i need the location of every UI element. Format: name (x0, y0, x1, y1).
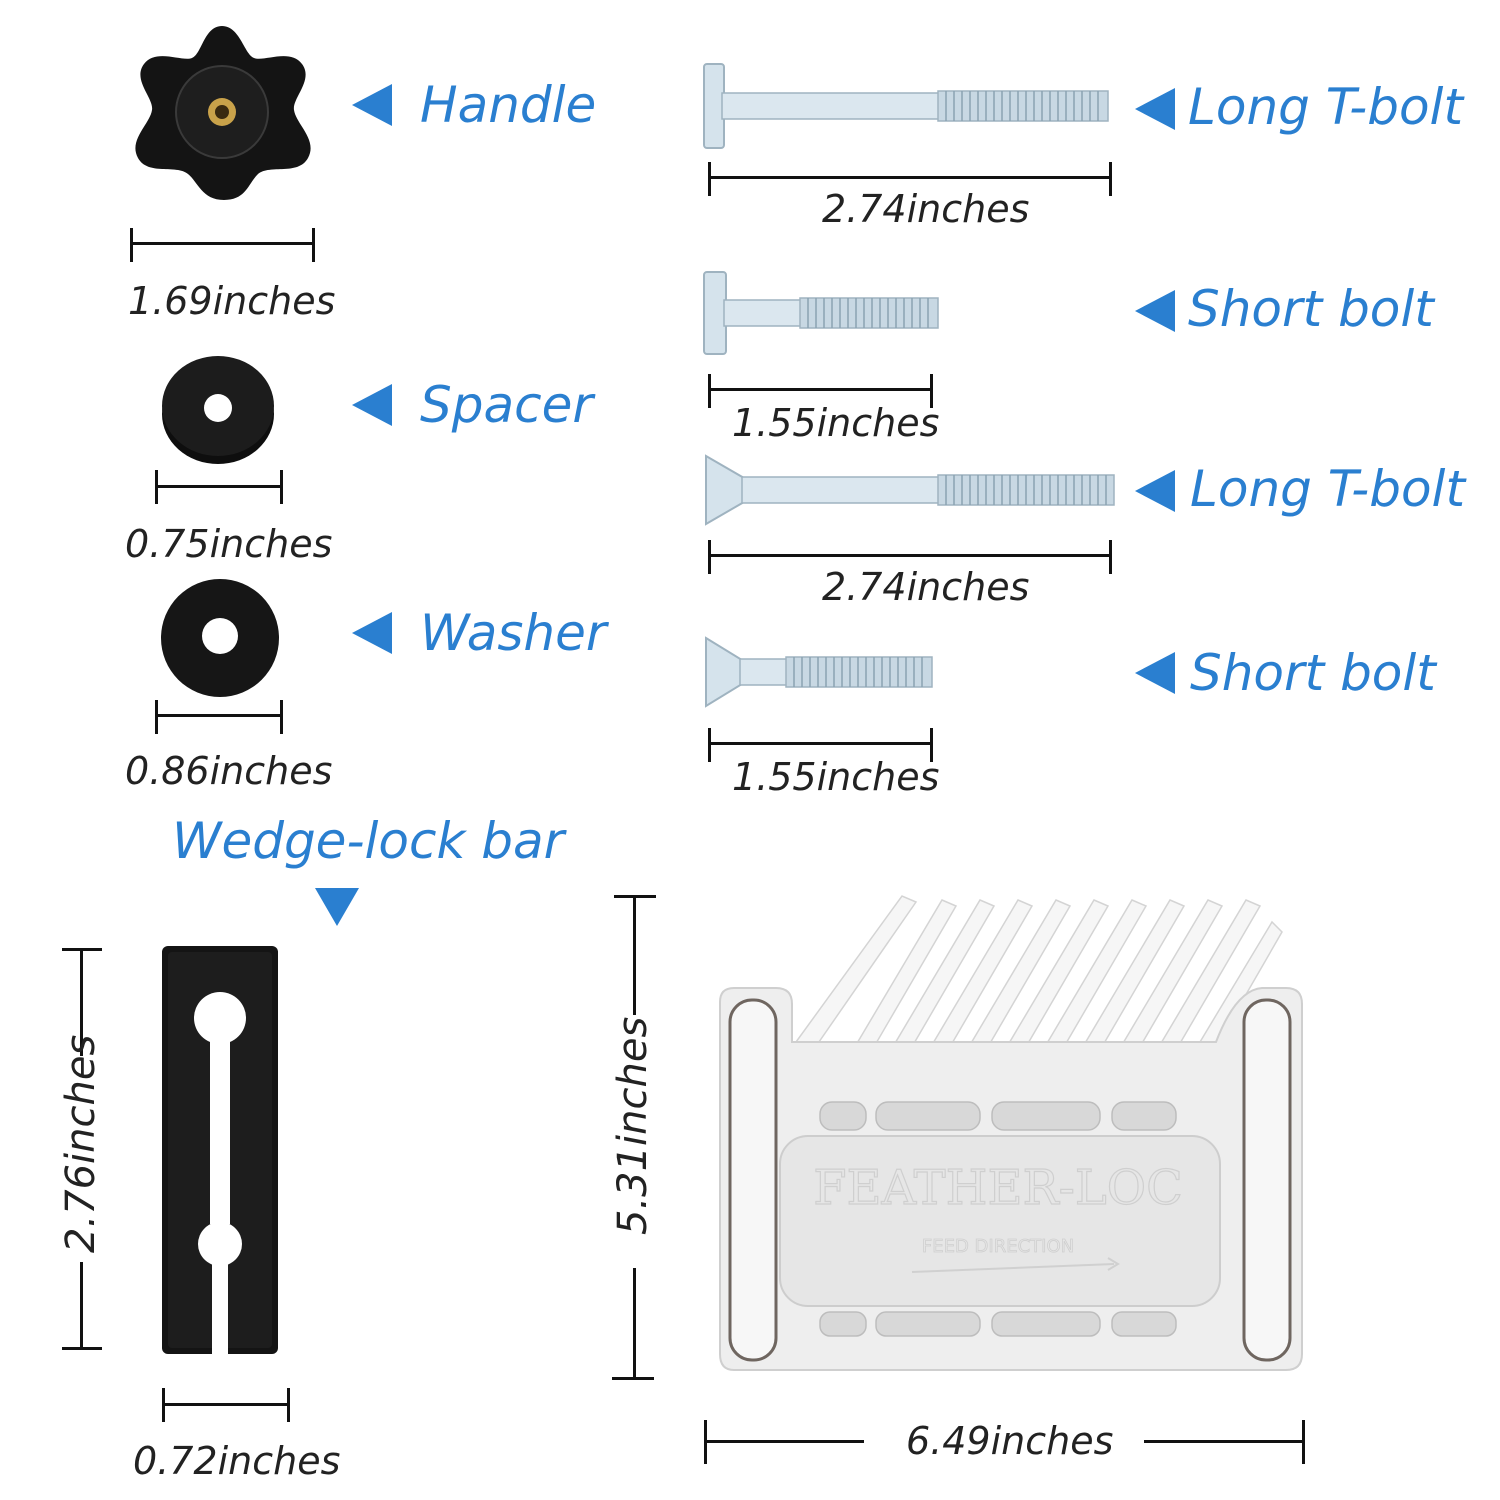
washer-label: Washer (420, 604, 607, 662)
handle-dim-tick-right (312, 228, 315, 262)
spacer-label: Spacer (420, 376, 593, 434)
long-tbolt-2-pointer-icon (1135, 470, 1175, 512)
wedge-height-line-top (80, 948, 83, 1056)
short-bolt-1-image (703, 271, 939, 355)
spacer-image (162, 356, 274, 464)
featherboard-height: 5.31inches (610, 1016, 656, 1235)
long-tbolt-2-dim-line (708, 554, 1112, 557)
long-tbolt-2-dim-tick-left (708, 540, 711, 574)
featherboard-width-tick-right (1302, 1420, 1305, 1464)
featherboard-sub-text: FEED DIRECTION (922, 1236, 1074, 1257)
short-bolt-2-image (705, 636, 933, 708)
long-tbolt-1-dim-tick-right (1109, 162, 1112, 196)
featherboard-brand-text: FEATHER-LOC (813, 1160, 1183, 1216)
handle-dim-tick-left (130, 228, 133, 262)
short-bolt-1-label: Short bolt (1188, 280, 1434, 338)
washer-dim-tick-left (155, 700, 158, 734)
washer-image (161, 579, 279, 697)
short-bolt-2-dim-tick-left (708, 728, 711, 762)
long-tbolt-1-dim-tick-left (708, 162, 711, 196)
long-tbolt-1-image (703, 63, 1109, 149)
wedge-width-tick-right (287, 1388, 290, 1422)
wedge-lock-bar-image (162, 946, 278, 1354)
handle-dimension: 1.69inches (128, 279, 336, 323)
long-tbolt-2-dim-tick-right (1109, 540, 1112, 574)
featherboard-width-line-right (1144, 1440, 1304, 1443)
long-tbolt-1-dim-line (708, 176, 1112, 179)
washer-dim-line (155, 714, 283, 717)
handle-label: Handle (420, 76, 597, 134)
washer-dim-tick-right (280, 700, 283, 734)
featherboard-height-tick-bottom (612, 1377, 654, 1380)
long-tbolt-2-image (705, 454, 1115, 526)
short-bolt-1-dim-line (708, 388, 933, 391)
wedge-height-line-bottom (80, 1262, 83, 1348)
short-bolt-1-dimension: 1.55inches (732, 401, 940, 445)
handle-pointer-icon (352, 84, 392, 126)
short-bolt-2-dimension: 1.55inches (732, 755, 940, 799)
wedge-lock-bar-height: 2.76inches (58, 1034, 104, 1253)
featherboard-width: 6.49inches (906, 1419, 1114, 1463)
short-bolt-1-dim-tick-left (708, 374, 711, 408)
long-tbolt-1-pointer-icon (1135, 88, 1175, 130)
wedge-lock-bar-width: 0.72inches (133, 1439, 341, 1483)
long-tbolt-1-label: Long T-bolt (1188, 78, 1464, 136)
spacer-pointer-icon (352, 384, 392, 426)
short-bolt-1-pointer-icon (1135, 290, 1175, 332)
wedge-width-line (162, 1403, 290, 1406)
washer-pointer-icon (352, 612, 392, 654)
short-bolt-2-label: Short bolt (1190, 644, 1436, 702)
long-tbolt-2-label: Long T-bolt (1190, 460, 1466, 518)
washer-dimension: 0.86inches (125, 749, 333, 793)
long-tbolt-1-dimension: 2.74inches (822, 187, 1030, 231)
handle-dim-line (130, 242, 315, 245)
spacer-dim-tick-right (280, 470, 283, 504)
short-bolt-1-dim-tick-right (930, 374, 933, 408)
featherboard-height-line-top (633, 895, 636, 1015)
wedge-lock-bar-pointer-icon (315, 888, 359, 926)
spacer-dimension: 0.75inches (125, 522, 333, 566)
handle-knob-image (135, 26, 311, 200)
featherboard-image: FEATHER-LOC FEED DIRECTION (719, 895, 1303, 1371)
short-bolt-2-pointer-icon (1135, 652, 1175, 694)
spacer-dim-line (155, 485, 283, 488)
featherboard-width-line-left (704, 1440, 864, 1443)
short-bolt-2-dim-tick-right (930, 728, 933, 762)
wedge-lock-bar-label: Wedge-lock bar (172, 812, 565, 870)
short-bolt-2-dim-line (708, 742, 933, 745)
wedge-height-tick-bottom (62, 1347, 102, 1350)
featherboard-height-line-bottom (633, 1268, 636, 1378)
long-tbolt-2-dimension: 2.74inches (822, 565, 1030, 609)
